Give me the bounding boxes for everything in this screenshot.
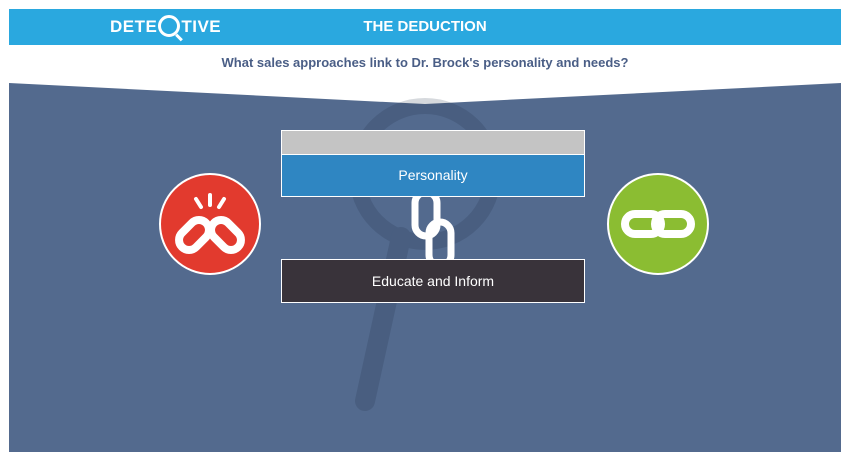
header-title: THE DEDUCTION — [363, 18, 487, 35]
detective-logo: DETE TIVE — [110, 15, 222, 38]
magnifier-icon — [158, 15, 181, 37]
personality-card-header — [281, 130, 585, 154]
question-text: What sales approaches link to Dr. Brock'… — [221, 55, 629, 70]
personality-card[interactable]: Personality — [281, 154, 585, 197]
broken-link-icon — [175, 193, 245, 254]
app-frame: DETE TIVE THE DEDUCTION What sales appro… — [9, 9, 841, 452]
broken-link-button[interactable] — [159, 173, 261, 275]
chain-link-icon — [411, 196, 455, 262]
logo-text-right: TIVE — [181, 17, 222, 36]
logo-text-left: DETE — [110, 17, 158, 36]
top-bar: DETE TIVE THE DEDUCTION — [9, 9, 841, 45]
educate-inform-card[interactable]: Educate and Inform — [281, 259, 585, 303]
personality-label: Personality — [398, 167, 468, 183]
link-button[interactable] — [607, 173, 709, 275]
link-icon — [621, 210, 695, 238]
educate-inform-label: Educate and Inform — [371, 273, 495, 289]
